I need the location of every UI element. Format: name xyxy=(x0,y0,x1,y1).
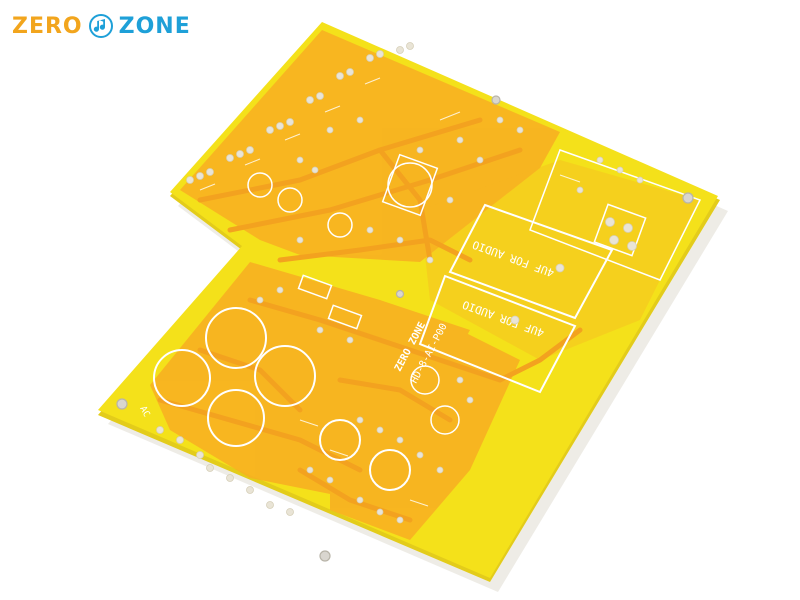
ac-silkscreen: AC xyxy=(137,405,151,419)
brand-logo: ZERO ZONE xyxy=(12,8,191,44)
logo-word-zero: ZERO xyxy=(12,13,83,39)
silkscreen-markings xyxy=(199,77,581,507)
music-note-icon xyxy=(88,14,113,38)
capacitor-footprints xyxy=(418,203,614,394)
copper-pour-regions xyxy=(150,30,700,540)
logo-word-zone: ZONE xyxy=(118,13,191,39)
pcb-pads xyxy=(156,42,644,524)
transformer-outline xyxy=(529,149,702,281)
electrolytic-capacitors xyxy=(153,307,411,491)
component-outlines xyxy=(247,153,460,435)
pcb-traces xyxy=(157,117,583,523)
mounting-holes xyxy=(116,95,694,562)
